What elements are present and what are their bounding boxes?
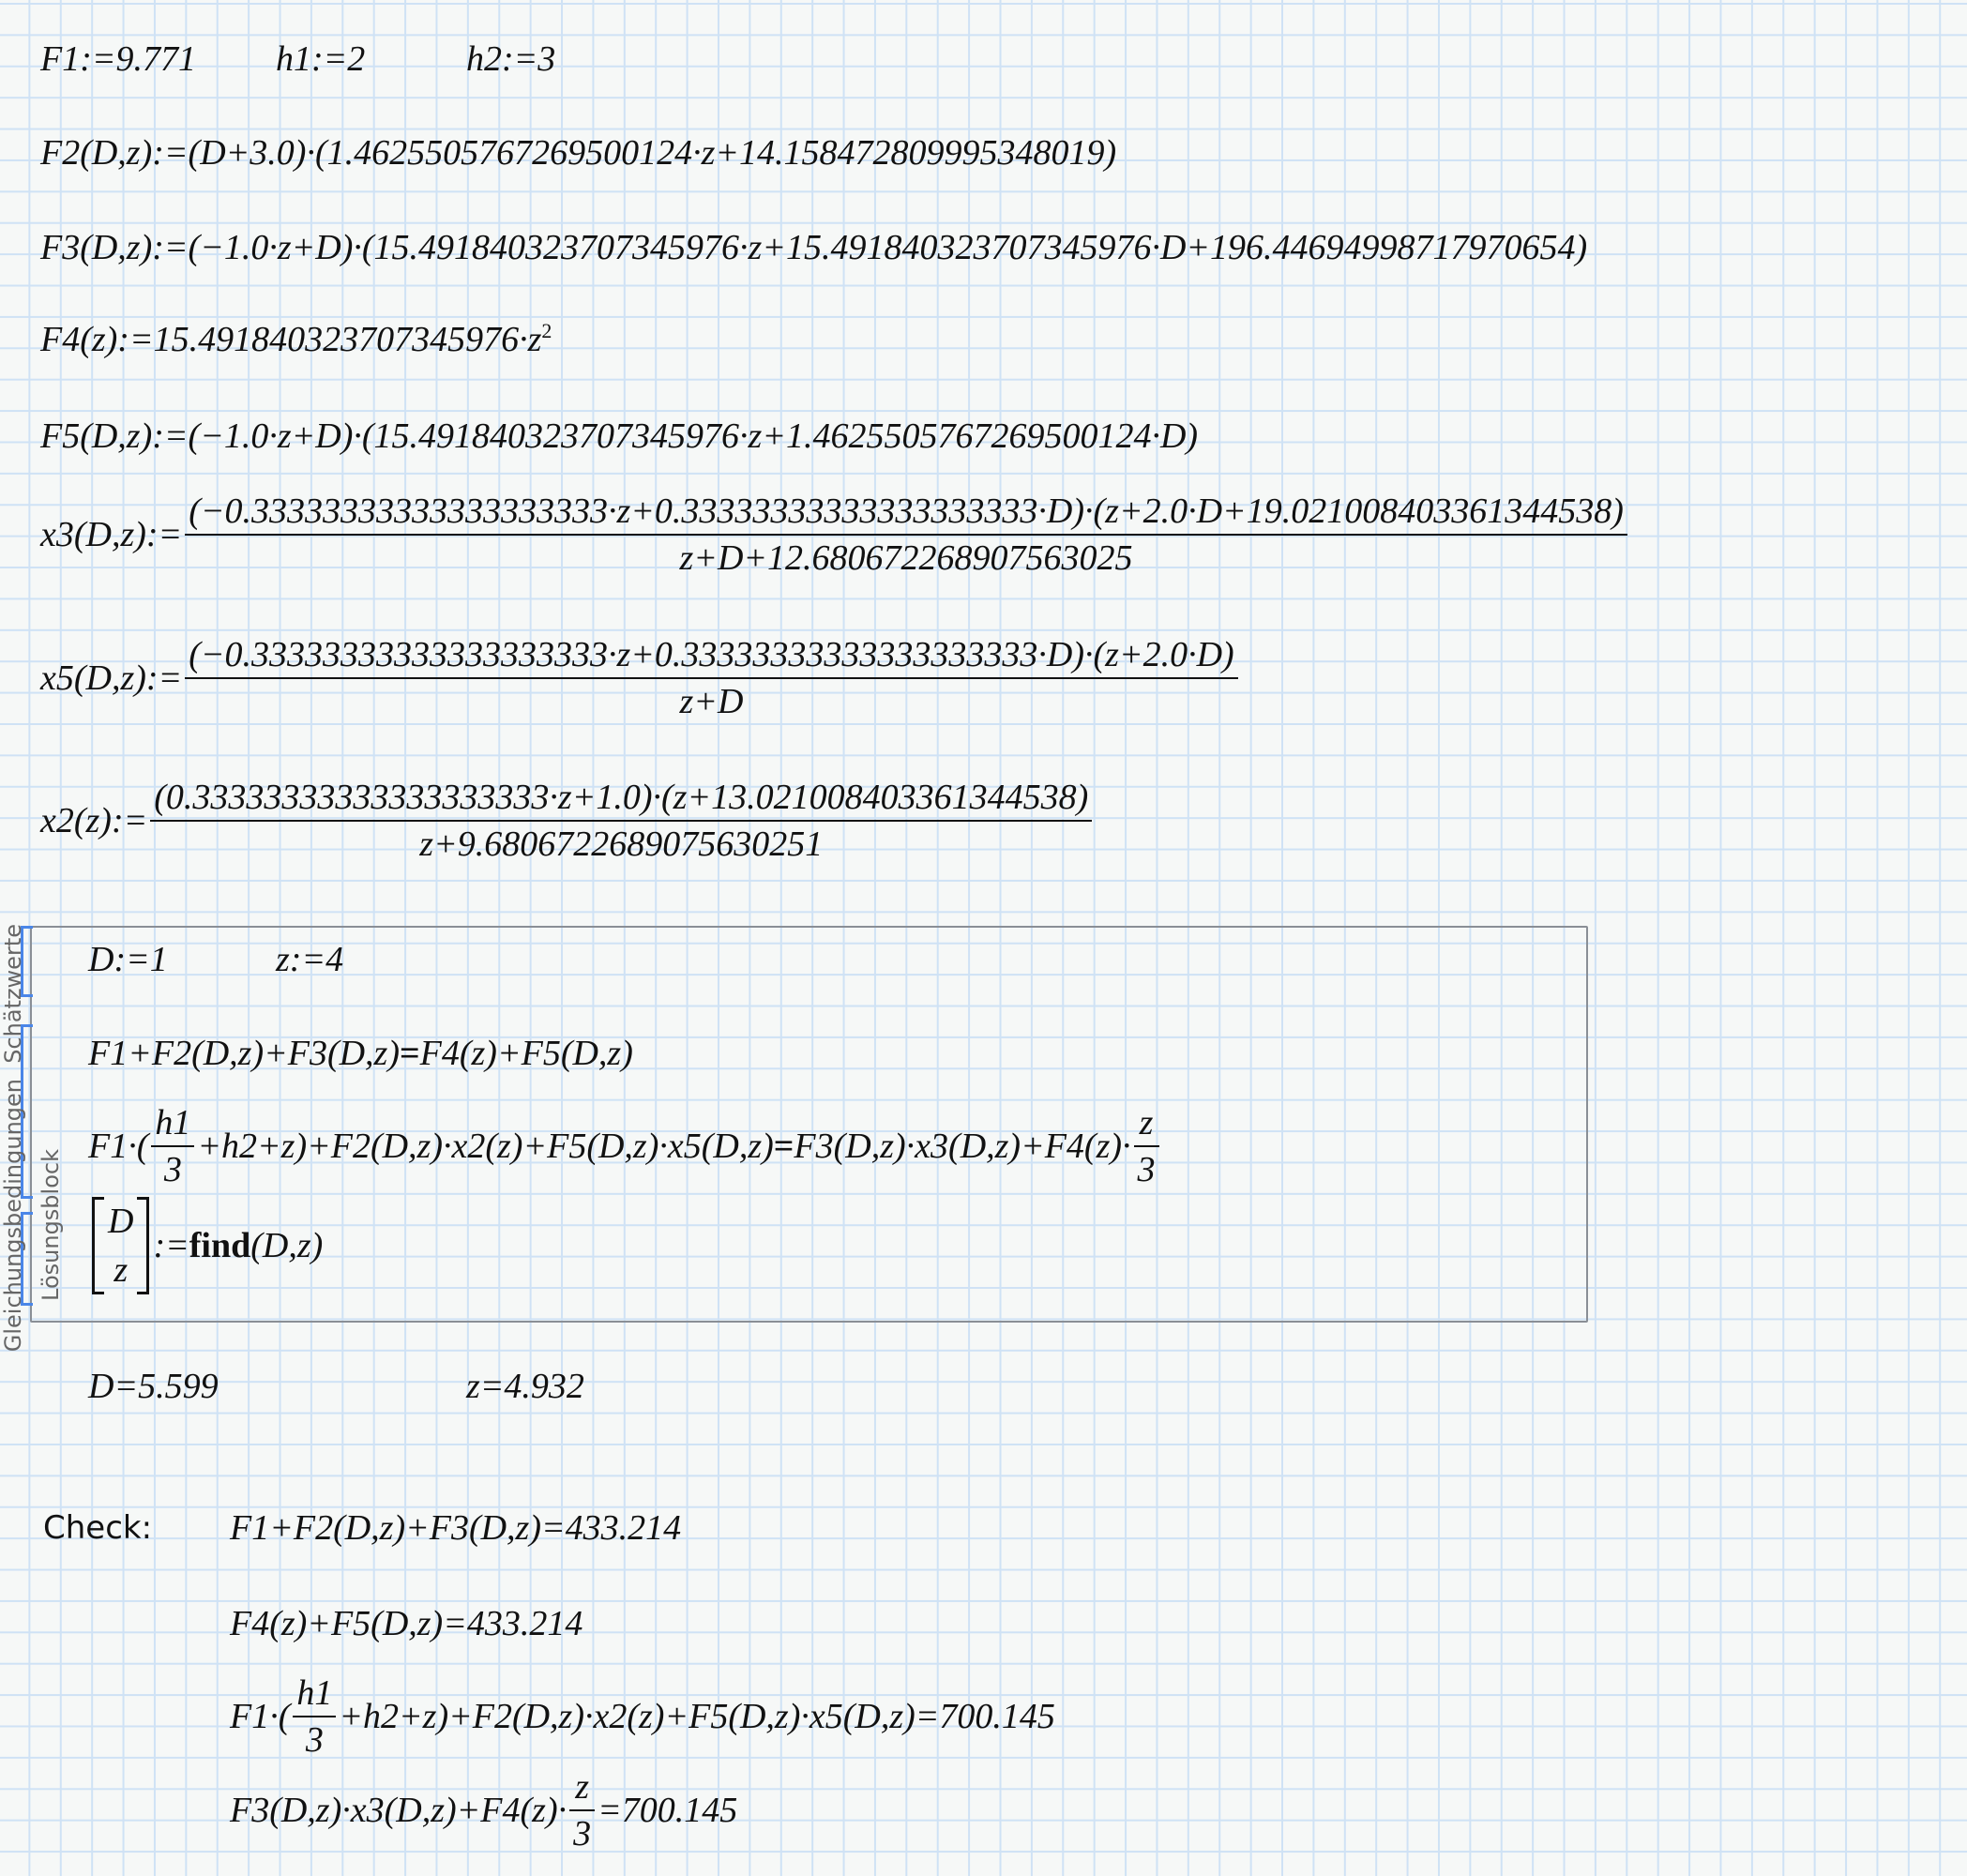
solver-region-bracket [21,1212,33,1306]
guess-region-bracket [21,926,33,997]
math-text: F3(D,z)·x3(D,z)+F4(z)· [230,1791,567,1830]
vector-element: D [108,1202,134,1241]
equality-operator: = [773,1127,794,1166]
math-text: +h2+z)+F2(D,z)·x2(z)+F5(D,z)·x5(D,z)=700… [339,1697,1055,1736]
f1-definition[interactable]: F1:=9.771 [40,38,196,80]
solve-block[interactable] [30,926,1588,1323]
h1-definition[interactable]: h1:=2 [276,38,365,80]
vector-element: z [113,1250,129,1290]
fraction: (0.33333333333333333333·z+1.0)·(z+13.021… [150,777,1093,865]
function-name: find [189,1226,251,1265]
math-text: (D,z) [250,1226,324,1265]
numerator: z [1139,1103,1154,1142]
constraints-label: Gleichungsbedingungen [0,1079,26,1353]
denominator: z+D+12.680672268907563025 [185,534,1627,579]
math-text: h1:=2 [276,39,366,79]
check-label: Check: [43,1509,153,1547]
fraction: (−0.33333333333333333333·z+0.33333333333… [185,634,1238,722]
math-text: F1:=9.771 [40,39,197,79]
math-text: F3(D,z)·x3(D,z)+F4(z)· [794,1127,1131,1166]
denominator: 3 [569,1809,596,1854]
guess-values-label: Schätzwerte [0,924,26,1064]
result-d[interactable]: D=5.599 [88,1366,219,1407]
check-line-2[interactable]: F4(z)+F5(D,z)=433.214 [230,1603,583,1644]
f3-definition[interactable]: F3(D,z):=(−1.0·z+D)·(15.4918403237073459… [40,227,1587,268]
math-text: x5(D,z):= [40,658,183,698]
math-text: F1·( [230,1697,291,1736]
numerator: h1 [155,1103,191,1142]
numerator: h1 [296,1673,333,1713]
denominator: z+D [185,677,1238,722]
math-text: z=4.932 [466,1367,584,1406]
math-text: F4(z)+F5(D,z)=433.214 [230,1604,583,1643]
numerator: (−0.33333333333333333333·z+0.33333333333… [189,635,1234,674]
math-text: x2(z):= [40,801,148,840]
solver-label: Lösungsblock [38,1149,64,1301]
math-text: +h2+z)+F2(D,z)·x2(z)+F5(D,z)·x5(D,z) [197,1127,774,1166]
numerator: (0.33333333333333333333·z+1.0)·(z+13.021… [154,778,1089,817]
math-text: F2(D,z):=(D+3.0)·(1.4625505767269500124·… [40,133,1117,173]
f2-definition[interactable]: F2(D,z):=(D+3.0)·(1.4625505767269500124·… [40,132,1116,174]
numerator: (−0.33333333333333333333·z+0.33333333333… [189,492,1624,531]
math-text: F4(z):=15.491840323707345976· [40,320,528,359]
denominator: 3 [293,1716,337,1761]
denominator: 3 [1133,1145,1159,1190]
x2-definition[interactable]: x2(z):=(0.33333333333333333333·z+1.0)·(z… [40,777,1095,865]
denominator: z+9.6806722689075630251 [150,820,1093,865]
math-text: x3(D,z):= [40,515,183,554]
math-text: := [153,1226,189,1265]
math-text: F1+F2(D,z)+F3(D,z)=433.214 [230,1508,682,1548]
result-z[interactable]: z=4.932 [466,1366,584,1407]
math-text: h2:=3 [466,39,556,79]
guess-z[interactable]: z:=4 [276,939,343,980]
math-text: F1+F2(D,z)+F3(D,z) [88,1034,400,1073]
constraint-region-bracket [21,1024,33,1199]
base: z [527,320,542,359]
check-line-1[interactable]: F1+F2(D,z)+F3(D,z)=433.214 [230,1507,681,1549]
h2-definition[interactable]: h2:=3 [466,38,555,80]
math-text: F3(D,z):=(−1.0·z+D)·(15.4918403237073459… [40,228,1588,267]
math-text: D:=1 [88,940,168,979]
x3-definition[interactable]: x3(D,z):=(−0.33333333333333333333·z+0.33… [40,491,1630,579]
math-text: F1·( [88,1127,149,1166]
math-text: =700.145 [598,1791,738,1830]
math-text: z:=4 [276,940,344,979]
constraint-equation-1[interactable]: F1+F2(D,z)+F3(D,z)=F4(z)+F5(D,z) [88,1033,633,1074]
exponent: 2 [541,319,552,342]
denominator: 3 [151,1145,195,1190]
numerator: z [575,1767,589,1807]
guess-d[interactable]: D:=1 [88,939,168,980]
math-text: F4(z)+F5(D,z) [419,1034,633,1073]
fraction: (−0.33333333333333333333·z+0.33333333333… [185,491,1627,579]
equality-operator: = [400,1034,420,1073]
math-text: D=5.599 [88,1367,219,1406]
x5-definition[interactable]: x5(D,z):=(−0.33333333333333333333·z+0.33… [40,634,1241,722]
math-text: F5(D,z):=(−1.0·z+D)·(15.4918403237073459… [40,416,1199,456]
f5-definition[interactable]: F5(D,z):=(−1.0·z+D)·(15.4918403237073459… [40,416,1198,457]
